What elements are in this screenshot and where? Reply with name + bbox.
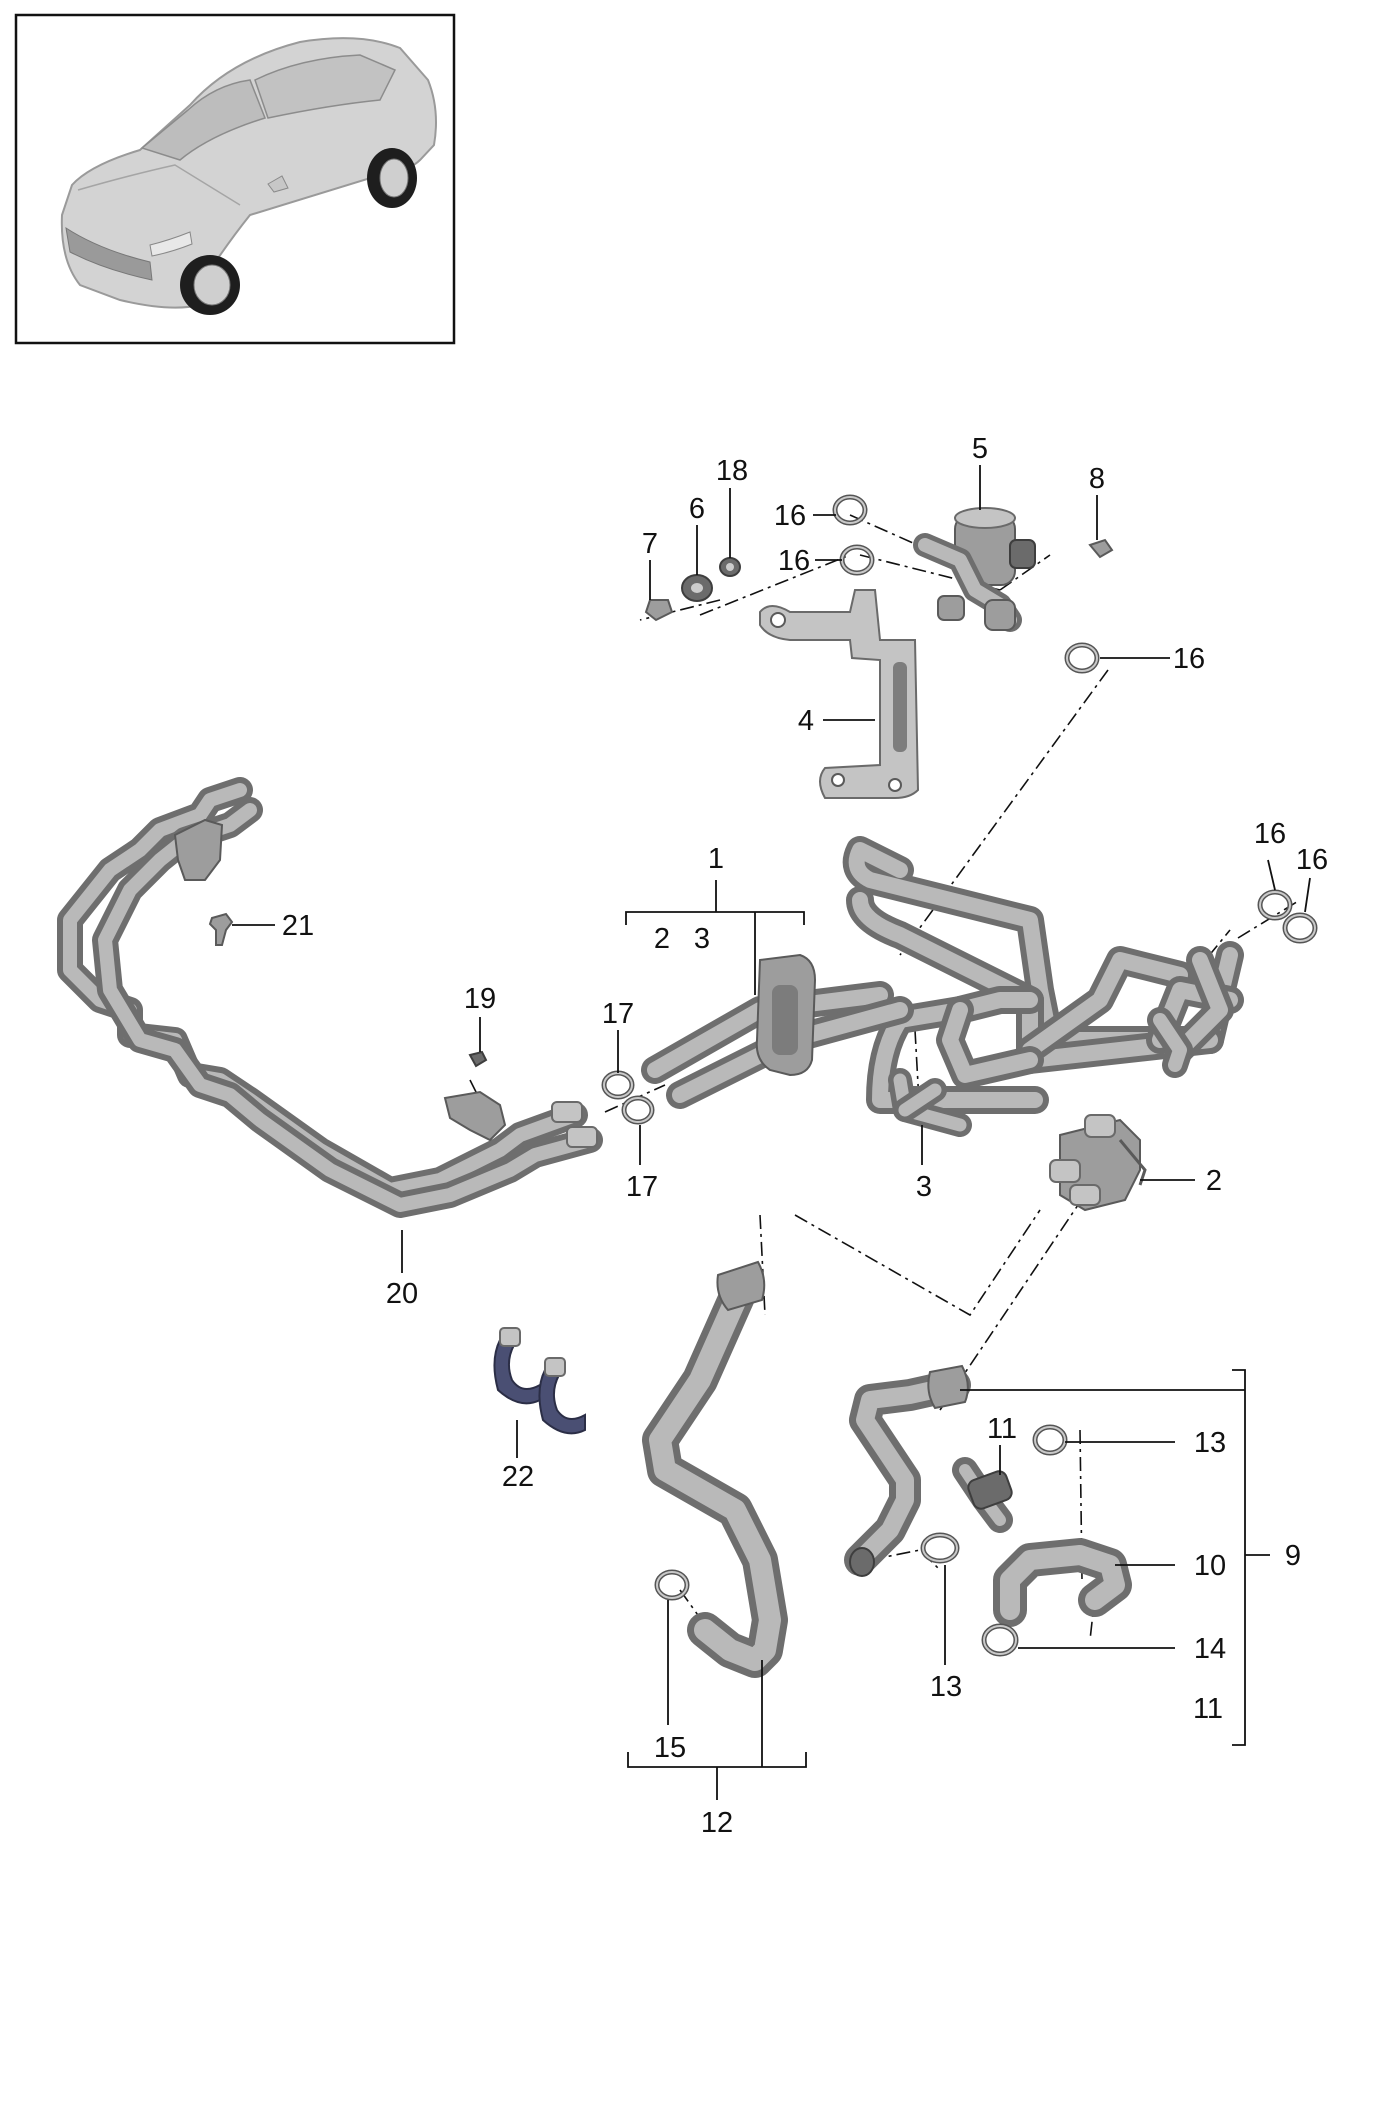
callout-13-b: 13 <box>930 1671 962 1703</box>
clip-16-e <box>1282 912 1318 944</box>
callout-10: 10 <box>1194 1550 1226 1582</box>
part-20-pipe <box>57 777 603 1218</box>
callout-17-b: 17 <box>626 1171 658 1203</box>
clip-17-a <box>601 1070 635 1100</box>
callout-18: 18 <box>716 455 748 487</box>
callout-19: 19 <box>464 983 496 1015</box>
callout-22: 22 <box>502 1461 534 1493</box>
part-11-connector <box>952 1457 1013 1533</box>
part-7-bolt <box>644 599 674 622</box>
part-22-clamp <box>493 1327 586 1435</box>
part-19-bolt <box>468 1050 488 1068</box>
vehicle-thumbnail <box>14 13 456 345</box>
callout-4: 4 <box>798 705 814 737</box>
callout-17-a: 17 <box>602 998 634 1030</box>
part-21-bolt <box>208 912 234 946</box>
callout-labels: 1 2 3 2 3 4 5 6 7 8 18 16 16 16 16 16 17… <box>282 433 1328 1839</box>
part-9-hose <box>844 1364 971 1577</box>
callout-16-d: 16 <box>1254 818 1286 850</box>
callout-16-e: 16 <box>1296 844 1328 876</box>
clip-16-c <box>1064 642 1100 674</box>
callout-16-b: 16 <box>778 545 810 577</box>
callout-12: 12 <box>701 1807 733 1839</box>
callout-2: 2 <box>1206 1165 1222 1197</box>
callout-6: 6 <box>689 493 705 525</box>
part-18-nut <box>719 557 741 577</box>
clip-13-a <box>1032 1424 1068 1456</box>
part-10-hose <box>993 1538 1132 1627</box>
callout-13-a: 13 <box>1194 1427 1226 1459</box>
callout-3-in-1: 3 <box>694 923 710 955</box>
callout-20: 20 <box>386 1278 418 1310</box>
part-6-grommet <box>681 574 713 602</box>
callout-5: 5 <box>972 433 988 465</box>
car-icon <box>60 37 437 315</box>
callout-11-a: 11 <box>987 1413 1017 1445</box>
part-5-valve <box>913 507 1036 632</box>
leader-lines <box>232 465 1311 1800</box>
clip-16-a <box>832 494 868 526</box>
callout-11-b: 11 <box>1193 1693 1223 1725</box>
part-12-hose <box>642 1260 788 1678</box>
clip-17-b <box>621 1095 655 1125</box>
callout-15: 15 <box>654 1732 686 1764</box>
clip-16-d <box>1257 889 1293 921</box>
callout-16-a: 16 <box>774 500 806 532</box>
callout-21: 21 <box>282 910 314 942</box>
callout-9: 9 <box>1285 1540 1301 1572</box>
callout-14: 14 <box>1194 1633 1226 1665</box>
part-8-bolt <box>1088 538 1114 559</box>
part-3-t-connector <box>888 1068 972 1137</box>
clip-15 <box>654 1569 690 1601</box>
callout-7: 7 <box>642 528 658 560</box>
clip-14 <box>981 1623 1019 1657</box>
clip-13-b <box>920 1532 960 1564</box>
part-2-valve-block <box>1049 1114 1147 1212</box>
part-4-bracket <box>759 589 920 799</box>
callout-8: 8 <box>1089 463 1105 495</box>
clip-16-b <box>839 544 875 576</box>
callout-16-c: 16 <box>1173 643 1205 675</box>
callout-1: 1 <box>708 843 724 875</box>
callout-2-in-1: 2 <box>654 923 670 955</box>
part-1-pipe-assembly <box>641 836 1244 1114</box>
callout-3: 3 <box>916 1171 932 1203</box>
